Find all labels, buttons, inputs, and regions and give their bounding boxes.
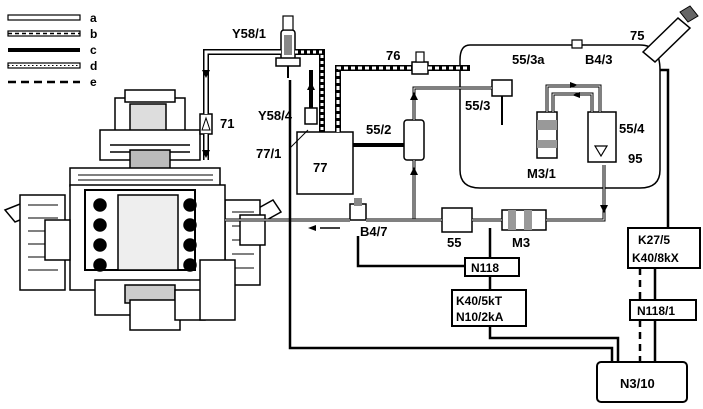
- box-n118-label: N118: [471, 261, 499, 275]
- label-55-4: 55/4: [619, 121, 645, 136]
- component-55-filter: 55: [441, 207, 473, 250]
- box-n118-1: N118/1: [629, 299, 697, 321]
- label-55: 55: [447, 235, 461, 250]
- component-55-3-rollover-valve: 55/3a 55/3: [465, 52, 545, 113]
- box-k40-5kt-n10-2ka: K40/5kT N10/2kA: [451, 289, 527, 327]
- legend: a b c d e: [7, 11, 97, 89]
- component-76: 76: [386, 48, 429, 75]
- legend-item-d: d: [7, 59, 97, 73]
- component-m3-pump: M3: [501, 209, 547, 250]
- box-k40-8kx-label: K40/8kX: [632, 251, 679, 265]
- box-n118-1-label: N118/1: [637, 304, 675, 318]
- label-b4-3: B4/3: [585, 52, 612, 67]
- legend-item-e: e: [8, 75, 97, 89]
- wiring: [288, 68, 670, 362]
- legend-key: a: [90, 11, 97, 25]
- label-m3-1: M3/1: [527, 166, 556, 181]
- component-55-4-95: 55/4 95: [587, 111, 645, 166]
- label-95: 95: [628, 151, 642, 166]
- component-b4-7-sensor: B4/7: [349, 198, 387, 239]
- component-77-canister: 77 77/1: [256, 129, 354, 195]
- box-k27-5-k40-8kx: K27/5 K40/8kX: [627, 227, 701, 269]
- label-m3: M3: [512, 235, 530, 250]
- component-55-2-filter: 55/2: [366, 119, 425, 161]
- box-n3-10: N3/10: [596, 361, 688, 403]
- label-75: 75: [630, 28, 644, 43]
- hoses: [203, 49, 606, 229]
- label-b4-7: B4/7: [360, 224, 387, 239]
- box-n3-10-label: N3/10: [620, 376, 655, 391]
- label-55-3a: 55/3a: [512, 52, 545, 67]
- component-y58-4-valve: Y58/4: [258, 107, 318, 125]
- label-55-3: 55/3: [465, 98, 490, 113]
- label-y58-4: Y58/4: [258, 108, 293, 123]
- engine-illustration: [3, 89, 283, 331]
- legend-item-b: b: [7, 27, 97, 41]
- label-55-2: 55/2: [366, 122, 391, 137]
- label-71: 71: [220, 116, 234, 131]
- label-77: 77: [313, 160, 327, 175]
- legend-key: b: [90, 27, 97, 41]
- box-k40-5kt-label: K40/5kT: [456, 294, 503, 308]
- label-76: 76: [386, 48, 400, 63]
- legend-key: c: [90, 43, 97, 57]
- box-k27-5-label: K27/5: [638, 233, 670, 247]
- flow-arrows: [202, 70, 608, 231]
- label-77-1: 77/1: [256, 146, 281, 161]
- legend-item-c: c: [8, 43, 97, 57]
- component-71-check-valve: 71: [199, 113, 234, 135]
- label-y58-1: Y58/1: [232, 26, 266, 41]
- legend-item-a: a: [7, 11, 97, 25]
- component-y58-1-purge-valve: Y58/1: [232, 15, 301, 67]
- legend-key: e: [90, 75, 97, 89]
- box-n118: N118: [464, 257, 520, 277]
- legend-key: d: [90, 59, 97, 73]
- box-n10-2ka-label: N10/2kA: [456, 310, 504, 324]
